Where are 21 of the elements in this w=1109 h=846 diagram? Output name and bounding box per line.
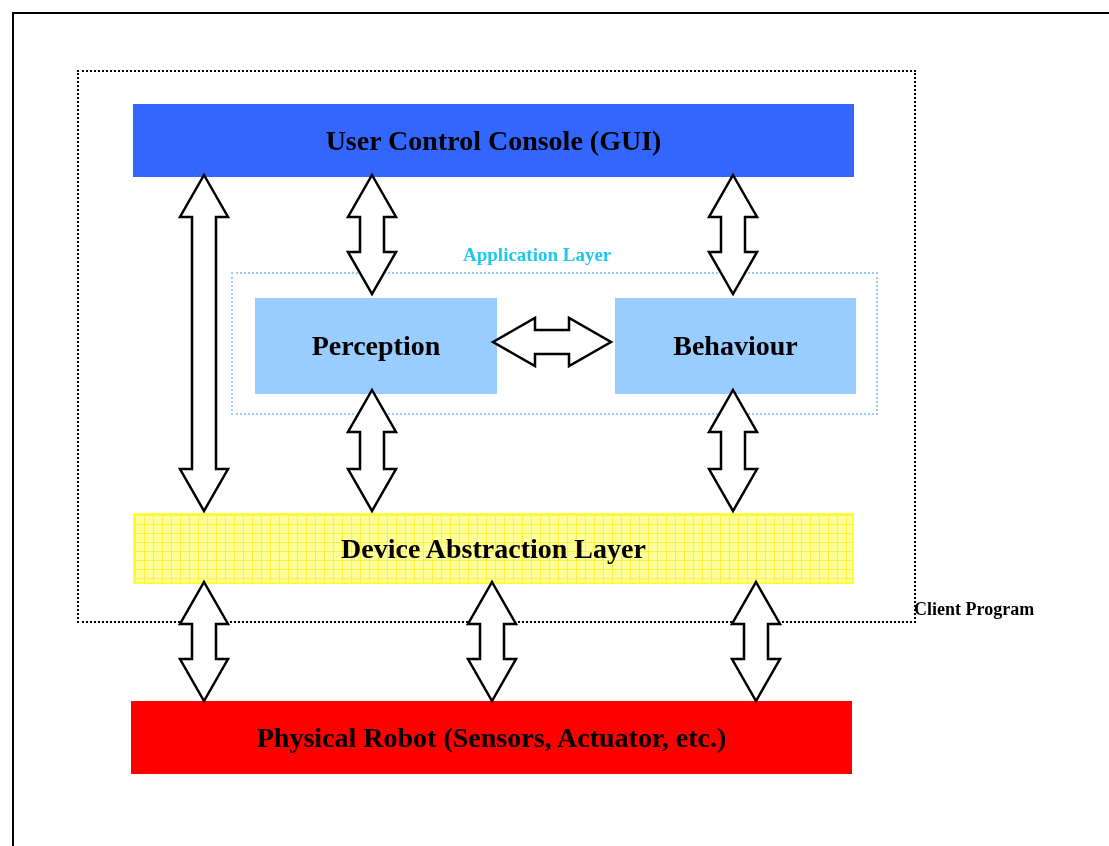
double-block-arrow [490,315,614,369]
double-block-arrow [177,172,231,514]
double-block-arrow [729,579,783,704]
layer-title: Device Abstraction Layer [341,532,646,565]
double-block-arrow [345,387,399,514]
group-label: Client Program [914,599,1035,620]
layer-title: Physical Robot (Sensors, Actuator, etc.) [256,721,727,754]
double-block-arrow [345,172,399,297]
layer-bar [133,513,854,584]
module-box [255,298,497,394]
module-box [615,298,856,394]
layer-bar [131,701,852,774]
double-block-arrow [177,579,231,704]
double-block-arrow [706,387,760,514]
module-title: Perception [311,330,441,362]
layer-title: User Control Console (GUI) [325,124,662,157]
group-label: Application Layer [463,244,612,266]
double-block-arrow [706,172,760,297]
module-title: Behaviour [673,330,798,362]
layer-bar [133,104,854,177]
double-block-arrow [465,579,519,704]
